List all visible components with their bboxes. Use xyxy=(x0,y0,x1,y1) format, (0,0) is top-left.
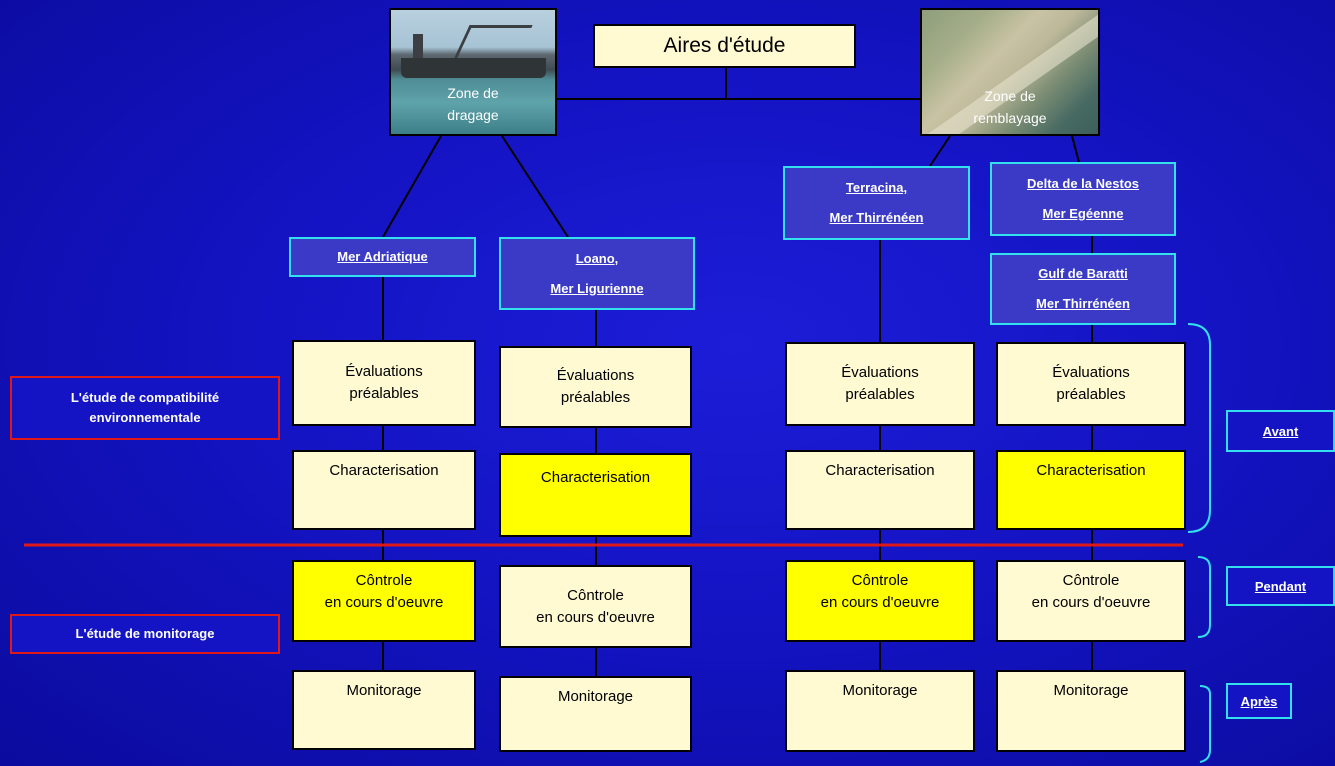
step-monitorage-col3: Monitorage xyxy=(785,670,975,752)
ship-icon xyxy=(401,58,546,78)
phase-label-pendant: Pendant xyxy=(1226,566,1335,606)
connector-dredge-adriatique xyxy=(382,135,442,238)
fill-zone-label: Zone de remblayage xyxy=(973,88,1047,126)
step-evaluations-col4: Évaluations préalables xyxy=(996,342,1186,426)
step-evaluations-col3: Évaluations préalables xyxy=(785,342,975,426)
study-label-compatibility: L'étude de compatibilité environnemental… xyxy=(10,376,280,440)
step-monitorage-col4: Monitorage xyxy=(996,670,1186,752)
bracket-apres xyxy=(1199,685,1211,763)
location-baratti[interactable]: Gulf de Baratti Mer Thirrénéen xyxy=(990,253,1176,325)
crane-shape xyxy=(452,25,533,62)
location-sea: Mer Egéenne xyxy=(1042,206,1124,221)
connector-dredge-loano xyxy=(501,135,569,238)
connector-fill-nestos xyxy=(1071,135,1081,167)
step-controle-col4: Côntrole en cours d'oeuvre xyxy=(996,560,1186,642)
location-name: Loano, xyxy=(575,250,619,266)
step-controle-col1: Côntrole en cours d'oeuvre xyxy=(292,560,476,642)
location-sea: Mer Ligurienne xyxy=(550,280,644,296)
step-controle-col3: Côntrole en cours d'oeuvre xyxy=(785,560,975,642)
dredging-zone-photo: Zone de dragage xyxy=(389,8,557,136)
step-characterisation-col4: Characterisation xyxy=(996,450,1186,530)
phase-label-apres: Après xyxy=(1226,683,1292,719)
fill-zone-photo: Zone de remblayage xyxy=(920,8,1100,136)
location-name: Delta de la Nestos xyxy=(1027,176,1139,191)
page-title: Aires d'étude xyxy=(593,24,856,68)
bracket-avant xyxy=(1187,323,1211,533)
connector-fill-terracina xyxy=(929,135,951,167)
step-characterisation-col2: Characterisation xyxy=(499,453,692,537)
location-name: Gulf de Baratti xyxy=(1038,266,1128,281)
study-label-monitoring: L'étude de monitorage xyxy=(10,614,280,654)
location-loano[interactable]: Loano, Mer Ligurienne xyxy=(499,237,695,310)
step-monitorage-col2: Monitorage xyxy=(499,676,692,752)
step-characterisation-col1: Characterisation xyxy=(292,450,476,530)
dredging-zone-label: Zone de dragage xyxy=(447,85,499,123)
phase-label-avant: Avant xyxy=(1226,410,1335,452)
step-evaluations-col1: Évaluations préalables xyxy=(292,340,476,426)
location-nestos[interactable]: Delta de la Nestos Mer Egéenne xyxy=(990,162,1176,236)
step-monitorage-col1: Monitorage xyxy=(292,670,476,750)
tower-shape xyxy=(413,34,423,60)
step-evaluations-col2: Évaluations préalables xyxy=(499,346,692,428)
location-sea: Mer Thirrénéen xyxy=(829,210,924,225)
step-controle-col2: Côntrole en cours d'oeuvre xyxy=(499,565,692,648)
location-name: Terracina, xyxy=(845,180,908,195)
location-name: Mer Adriatique xyxy=(337,249,428,264)
step-characterisation-col3: Characterisation xyxy=(785,450,975,530)
location-sea: Mer Thirrénéen xyxy=(1036,296,1130,311)
bracket-pendant xyxy=(1197,556,1211,638)
location-mer-adriatique[interactable]: Mer Adriatique xyxy=(289,237,476,277)
location-terracina[interactable]: Terracina, Mer Thirrénéen xyxy=(783,166,970,240)
